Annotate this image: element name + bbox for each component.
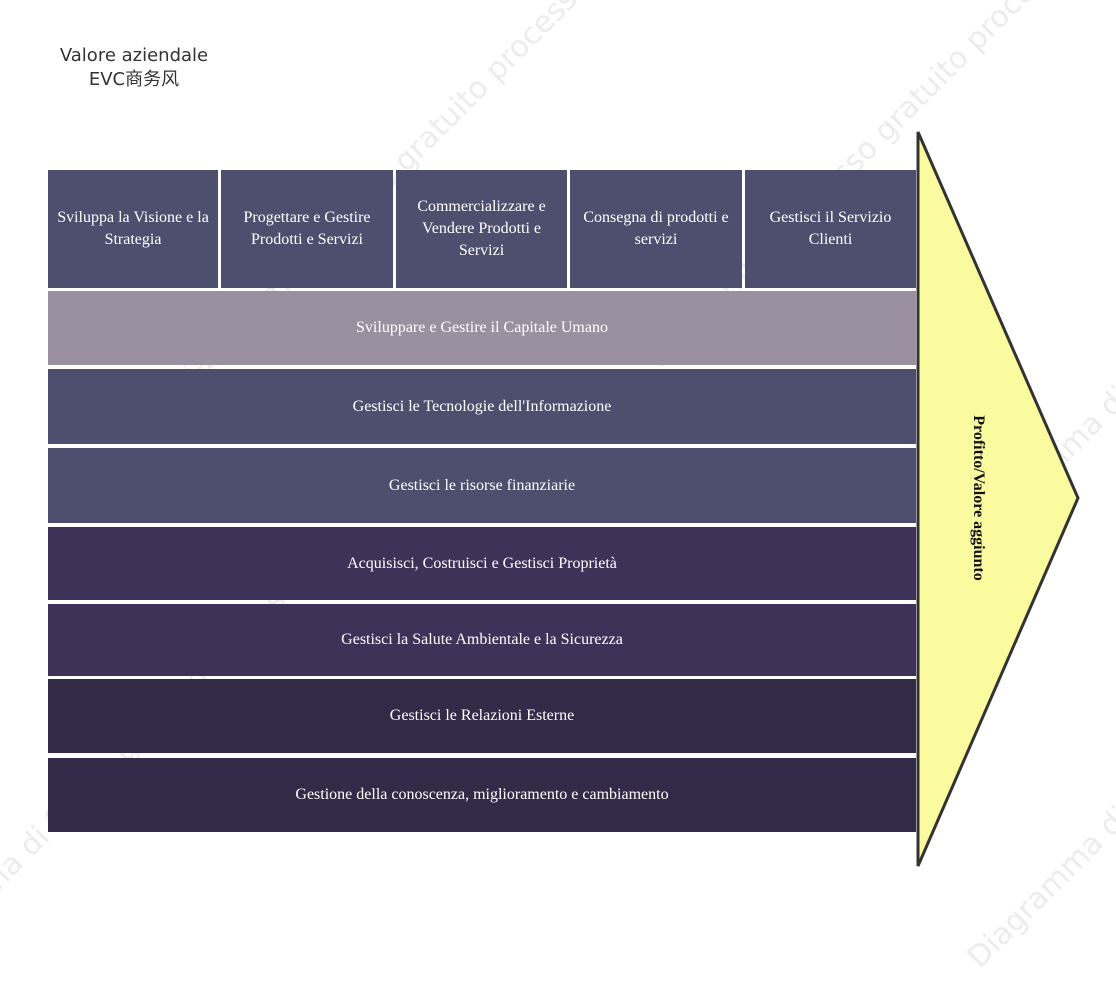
support-financial-resources: Gestisci le risorse finanziarie: [48, 448, 916, 523]
support-environmental-health-safety: Gestisci la Salute Ambientale e la Sicur…: [48, 604, 916, 676]
support-external-relations: Gestisci le Relazioni Esterne: [48, 679, 916, 753]
diagram-title: Valore aziendale EVC商务风: [38, 44, 230, 92]
core-process-delivery: Consegna di prodotti e servizi: [570, 170, 742, 288]
support-information-technology: Gestisci le Tecnologie dell'Informazione: [48, 369, 916, 444]
diagram-title-line1: Valore aziendale: [59, 45, 209, 66]
support-property: Acquisisci, Costruisci e Gestisci Propri…: [48, 527, 916, 600]
core-process-design-products: Progettare e Gestire Prodotti e Servizi: [221, 170, 393, 288]
support-knowledge-improvement: Gestione della conoscenza, miglioramento…: [48, 758, 916, 832]
value-arrow-label: Profitto/Valore aggiunto: [970, 415, 987, 581]
value-arrow-shape: [916, 131, 1080, 867]
value-arrow: [916, 131, 1080, 867]
support-human-capital: Sviluppare e Gestire il Capitale Umano: [48, 291, 916, 365]
diagram-title-line2: EVC商务风: [88, 69, 180, 90]
core-process-market-sell: Commercializzare e Vendere Prodotti e Se…: [396, 170, 567, 288]
core-process-customer-service: Gestisci il Servizio Clienti: [745, 170, 916, 288]
core-process-vision-strategy: Sviluppa la Visione e la Strategia: [48, 170, 218, 288]
